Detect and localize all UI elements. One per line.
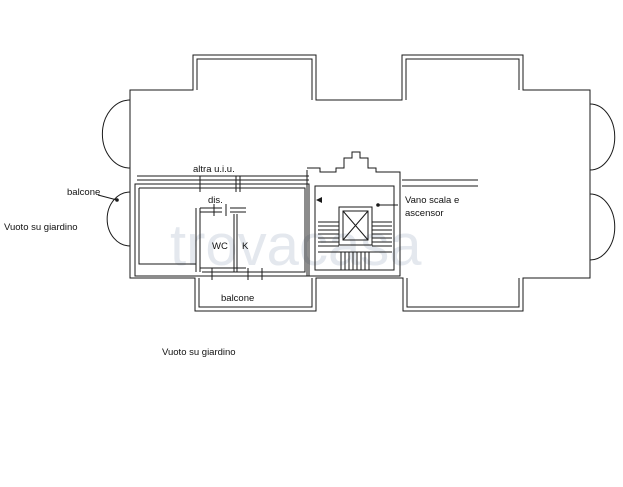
unit-inner-wall	[139, 187, 306, 273]
stair-core-inner	[314, 185, 395, 271]
label-void-left: Vuoto su giardino	[4, 222, 78, 233]
elevator-car	[342, 210, 369, 241]
label-balcony-bottom: balcone	[221, 293, 254, 304]
top-right-wall	[405, 58, 520, 100]
balcony-left-bottom	[106, 191, 131, 247]
balcony-left-top	[101, 99, 131, 169]
label-kitchen: K	[242, 241, 249, 252]
bottom-right-wall	[406, 278, 520, 308]
unit-left-inner	[138, 188, 196, 265]
label-other-unit: altra u.i.u.	[193, 164, 235, 175]
stair-treads	[318, 221, 392, 270]
balcony-leader	[97, 194, 118, 201]
bottom-left-wall	[198, 278, 313, 308]
elevator-cross	[342, 210, 369, 241]
label-stair-line1: Vano scala e	[405, 195, 459, 206]
label-hallway: dis.	[208, 195, 223, 206]
balcony-right-top	[589, 103, 616, 171]
label-balcony-left: balcone	[67, 187, 100, 198]
label-wc: WC	[212, 241, 228, 252]
balcony-right-bottom	[589, 193, 616, 261]
label-stair-line2: ascensor	[405, 208, 444, 219]
label-void-bottom: Vuoto su giardino	[162, 347, 236, 358]
top-left-wall	[196, 58, 313, 100]
building-outline	[129, 54, 591, 312]
balcony-leader-dot	[115, 198, 119, 202]
door-marks	[129, 176, 263, 280]
entrance-arrow-icon	[316, 197, 322, 203]
stair-leader-dot	[376, 203, 380, 207]
stair-core-wall	[306, 151, 401, 277]
